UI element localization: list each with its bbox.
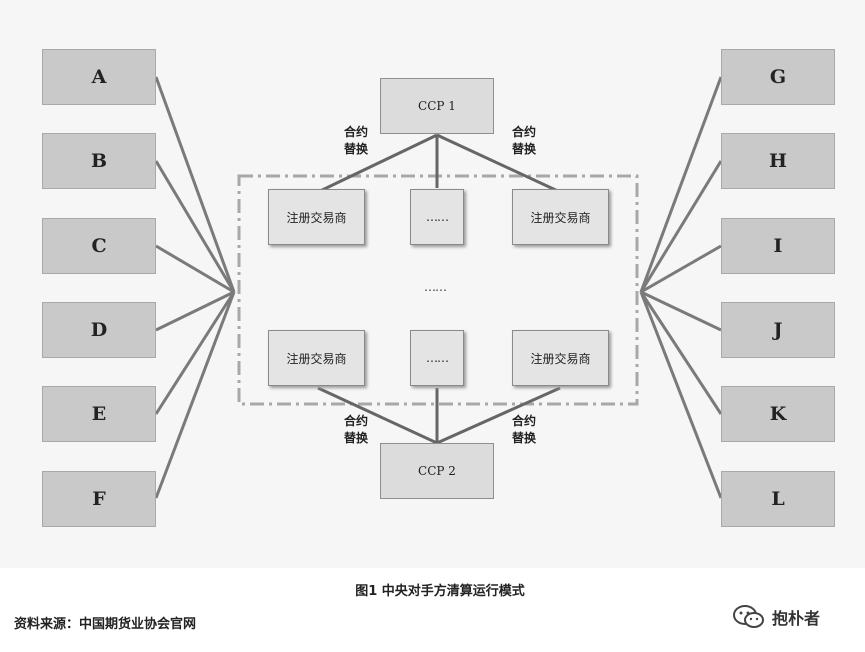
- wechat-icon: [733, 605, 764, 628]
- ccp-1-box: CCP 1: [380, 78, 494, 134]
- line-H: [639, 160, 723, 293]
- watermark: 抱朴者: [732, 604, 820, 630]
- party-box-L: L: [721, 471, 835, 527]
- line-E: [154, 291, 236, 415]
- middle-ellipsis: ……: [424, 280, 447, 294]
- party-box-J: J: [721, 302, 835, 358]
- ccp1-to-broker-right: [436, 133, 561, 194]
- ccp-2-box: CCP 2: [380, 443, 494, 499]
- ccp1-to-broker-left: [317, 133, 438, 194]
- figure-caption: 图1 中央对手方清算运行模式: [355, 584, 525, 599]
- contract-replacement-label-bottom-right: 合约 替换: [511, 414, 536, 445]
- contract-replacement-label-top-left: 合约 替换: [343, 125, 368, 156]
- line-B: [154, 160, 236, 293]
- source-note: 资料来源：中国期货业协会官网: [14, 617, 197, 632]
- broker-box-bottom-left: 注册交易商: [268, 330, 365, 386]
- ccp2-connectors: [317, 386, 561, 445]
- line-J: [640, 290, 722, 332]
- party-box-I: I: [721, 218, 835, 274]
- broker-box-top-left: 注册交易商: [268, 189, 365, 245]
- party-box-F: F: [42, 471, 156, 527]
- contract-replacement-label-bottom-left: 合约 替换: [343, 414, 368, 445]
- contract-replacement-label-top-right: 合约 替换: [511, 125, 536, 156]
- line-G: [639, 76, 723, 293]
- broker-box-bottom-right: 注册交易商: [512, 330, 609, 386]
- left-fan-lines: [154, 76, 236, 499]
- line-K: [639, 291, 723, 415]
- ccp2-to-broker-right: [436, 386, 561, 445]
- party-box-H: H: [721, 133, 835, 189]
- line-F: [154, 291, 236, 499]
- ccp1-connectors: [317, 133, 561, 194]
- party-box-C: C: [42, 218, 156, 274]
- line-D: [155, 290, 235, 332]
- broker-dots-top: ……: [410, 189, 464, 245]
- watermark-text: 抱朴者: [772, 609, 821, 628]
- line-C: [155, 244, 235, 294]
- ccp2-to-broker-left: [317, 386, 438, 445]
- party-box-A: A: [42, 49, 156, 105]
- line-A: [154, 76, 236, 293]
- party-box-K: K: [721, 386, 835, 442]
- broker-box-top-right: 注册交易商: [512, 189, 609, 245]
- broker-dots-bottom: ……: [410, 330, 464, 386]
- party-box-D: D: [42, 302, 156, 358]
- party-box-G: G: [721, 49, 835, 105]
- right-fan-lines: [639, 76, 723, 499]
- party-box-B: B: [42, 133, 156, 189]
- line-I: [640, 244, 722, 294]
- diagram-connectors: [154, 76, 723, 499]
- line-L: [639, 291, 723, 499]
- party-box-E: E: [42, 386, 156, 442]
